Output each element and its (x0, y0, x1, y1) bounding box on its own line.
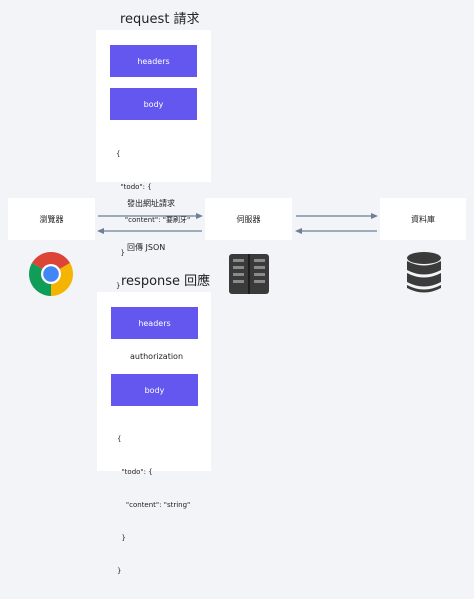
json-line: "content": "string" (117, 501, 191, 509)
server-node: 伺服器 (205, 198, 292, 240)
json-line: { (117, 435, 122, 443)
json-line: "todo": { (117, 468, 153, 476)
request-panel: headers body { "todo": { "content": "要刷牙… (96, 30, 211, 290)
json-line: } (116, 282, 121, 290)
response-body-box: body (111, 374, 198, 406)
json-line: } (117, 567, 122, 575)
chrome-icon (29, 252, 73, 296)
json-line: } (116, 249, 125, 257)
json-line: } (117, 534, 126, 542)
response-body-json: { "todo": { "content": "string" } } (117, 412, 190, 599)
authorization-label: authorization (130, 352, 184, 361)
request-title: request 請求 (120, 12, 200, 27)
database-node: 資料庫 (380, 198, 466, 240)
response-headers-box: headers (111, 307, 198, 339)
send-request-label: 發出網址請求 (127, 199, 175, 208)
request-body-box: body (110, 88, 197, 120)
request-headers-box: headers (110, 45, 197, 77)
database-icon (407, 252, 441, 293)
json-line: "todo": { (116, 183, 152, 191)
json-line: { (116, 150, 121, 158)
response-title: response 回應 (121, 274, 211, 289)
server-icon (229, 254, 269, 294)
json-line: "content": "要刷牙" (116, 216, 191, 224)
response-panel: headers authorization body { "todo": { "… (97, 292, 211, 575)
browser-node: 瀏覽器 (8, 198, 95, 240)
request-body-json: { "todo": { "content": "要刷牙" } } (116, 127, 190, 314)
return-json-label: 回傳 JSON (127, 243, 166, 252)
